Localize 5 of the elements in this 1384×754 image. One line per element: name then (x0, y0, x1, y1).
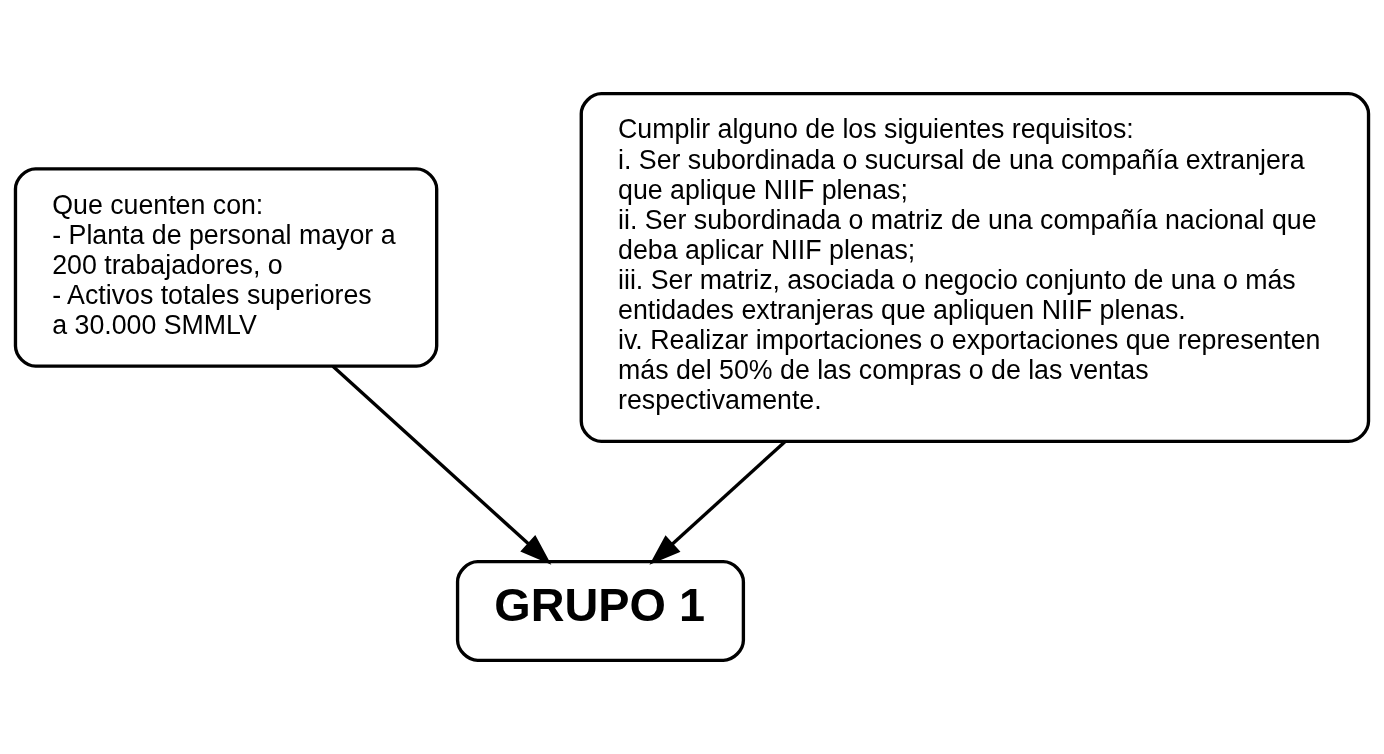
node-box: Cumplir alguno de los siguientes requisitos: i. Ser subordinada o sucursal de una compañía extranjera que aplique NIIF plenas; ii. Ser subordinada o matriz de una compañía nacional que deba aplicar NIIF plenas; iii. Ser matriz, asociada o negocio conjunto de una o más entidades extranjeras que apliquen NIIF plenas. iv. Realizar importaciones o exportaciones que representen más del 50% de las compras o de las ventas respectivamente. (579, 92, 1371, 444)
node-box: Que cuenten con: - Planta de personal mayor a 200 trabajadores, o - Activos totales superiores a 30.000 SMMLV (13, 167, 439, 368)
arrow (649, 440, 787, 565)
node-box: GRUPO 1 (455, 560, 746, 662)
arrow (331, 364, 552, 565)
